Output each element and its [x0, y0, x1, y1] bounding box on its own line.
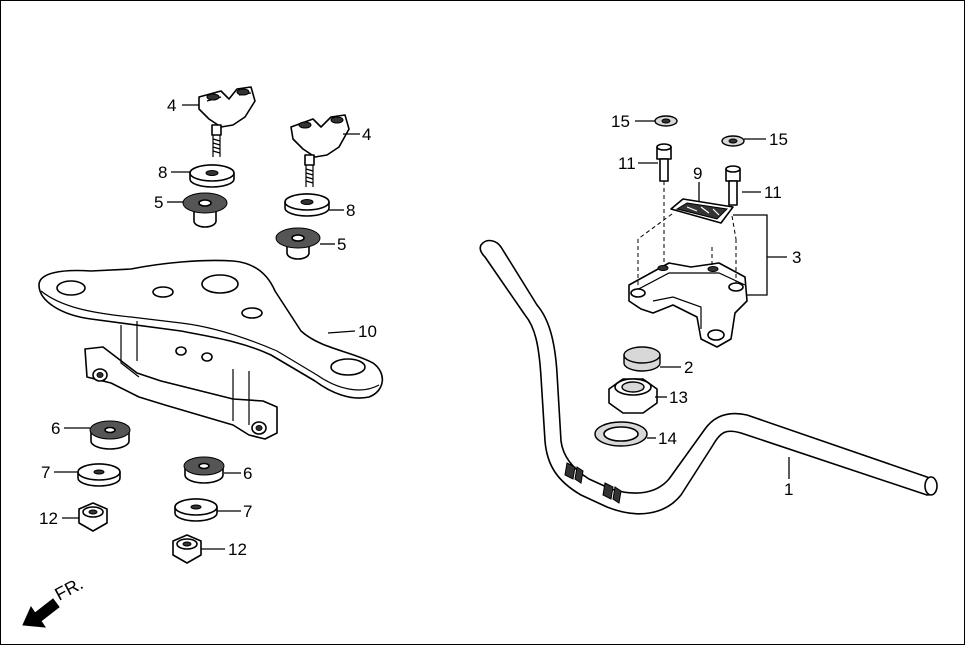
callout-1: 1	[784, 480, 793, 499]
callout-14: 14	[658, 429, 677, 448]
part-12-nut-right	[172, 534, 202, 564]
front-direction-label: FR.	[51, 573, 86, 604]
part-12-nut-left	[78, 502, 108, 532]
assembly-guide-lines	[637, 181, 737, 289]
callout-7-left: 7	[41, 463, 50, 482]
part-11-bolt-right	[725, 165, 741, 206]
part-7-washer-left	[77, 463, 121, 487]
callout-labels: 1 2 3 4 4 5 5 6 6 7 7 8 8 9 10 11 11 12 …	[39, 96, 801, 559]
part-8-washer-right	[284, 193, 330, 217]
callout-5-left: 5	[154, 193, 163, 212]
callout-7-right: 7	[243, 502, 252, 521]
part-5-bushing-left	[182, 192, 228, 228]
part-7-washer-right	[174, 498, 218, 522]
part-6-bushing-right	[183, 456, 225, 484]
part-1-handlebar	[479, 239, 938, 515]
callout-10: 10	[358, 322, 377, 341]
front-direction-indicator: FR.	[22, 573, 86, 628]
callout-4-left: 4	[167, 96, 176, 115]
part-8-washer-left	[189, 164, 235, 188]
leader-lines	[54, 104, 790, 550]
part-6-bushing-left	[89, 420, 131, 450]
part-3-handlebar-holder	[628, 262, 748, 348]
part-15-cap-right	[721, 135, 745, 147]
callout-5-right: 5	[337, 235, 346, 254]
callout-15-left: 15	[611, 112, 630, 131]
part-4-riser-clamp-right	[290, 114, 350, 187]
front-arrow-icon	[22, 598, 60, 628]
callout-8-left: 8	[158, 163, 167, 182]
part-5-bushing-right	[275, 227, 321, 260]
callout-11-left: 11	[618, 154, 636, 173]
part-13-nut	[608, 378, 658, 414]
callout-11-right: 11	[764, 183, 782, 202]
callout-15-right: 15	[769, 130, 788, 149]
callout-6-right: 6	[243, 464, 252, 483]
part-14-washer	[594, 421, 648, 447]
part-15-cap-left	[654, 115, 678, 127]
part-9-emblem-plate	[670, 198, 734, 224]
part-4-riser-clamp-left	[198, 86, 256, 157]
callout-2: 2	[684, 358, 693, 377]
part-11-bolt-left	[656, 143, 672, 182]
callout-9: 9	[693, 164, 702, 183]
part-10-triple-clamp	[38, 259, 384, 440]
part-2-cap	[623, 346, 661, 372]
callout-6-left: 6	[51, 419, 60, 438]
callout-8-right: 8	[346, 201, 355, 220]
callout-4-right: 4	[362, 125, 371, 144]
callout-12-left: 12	[39, 509, 58, 528]
callout-13: 13	[669, 388, 688, 407]
callout-3: 3	[792, 248, 801, 267]
callout-12-right: 12	[228, 540, 247, 559]
